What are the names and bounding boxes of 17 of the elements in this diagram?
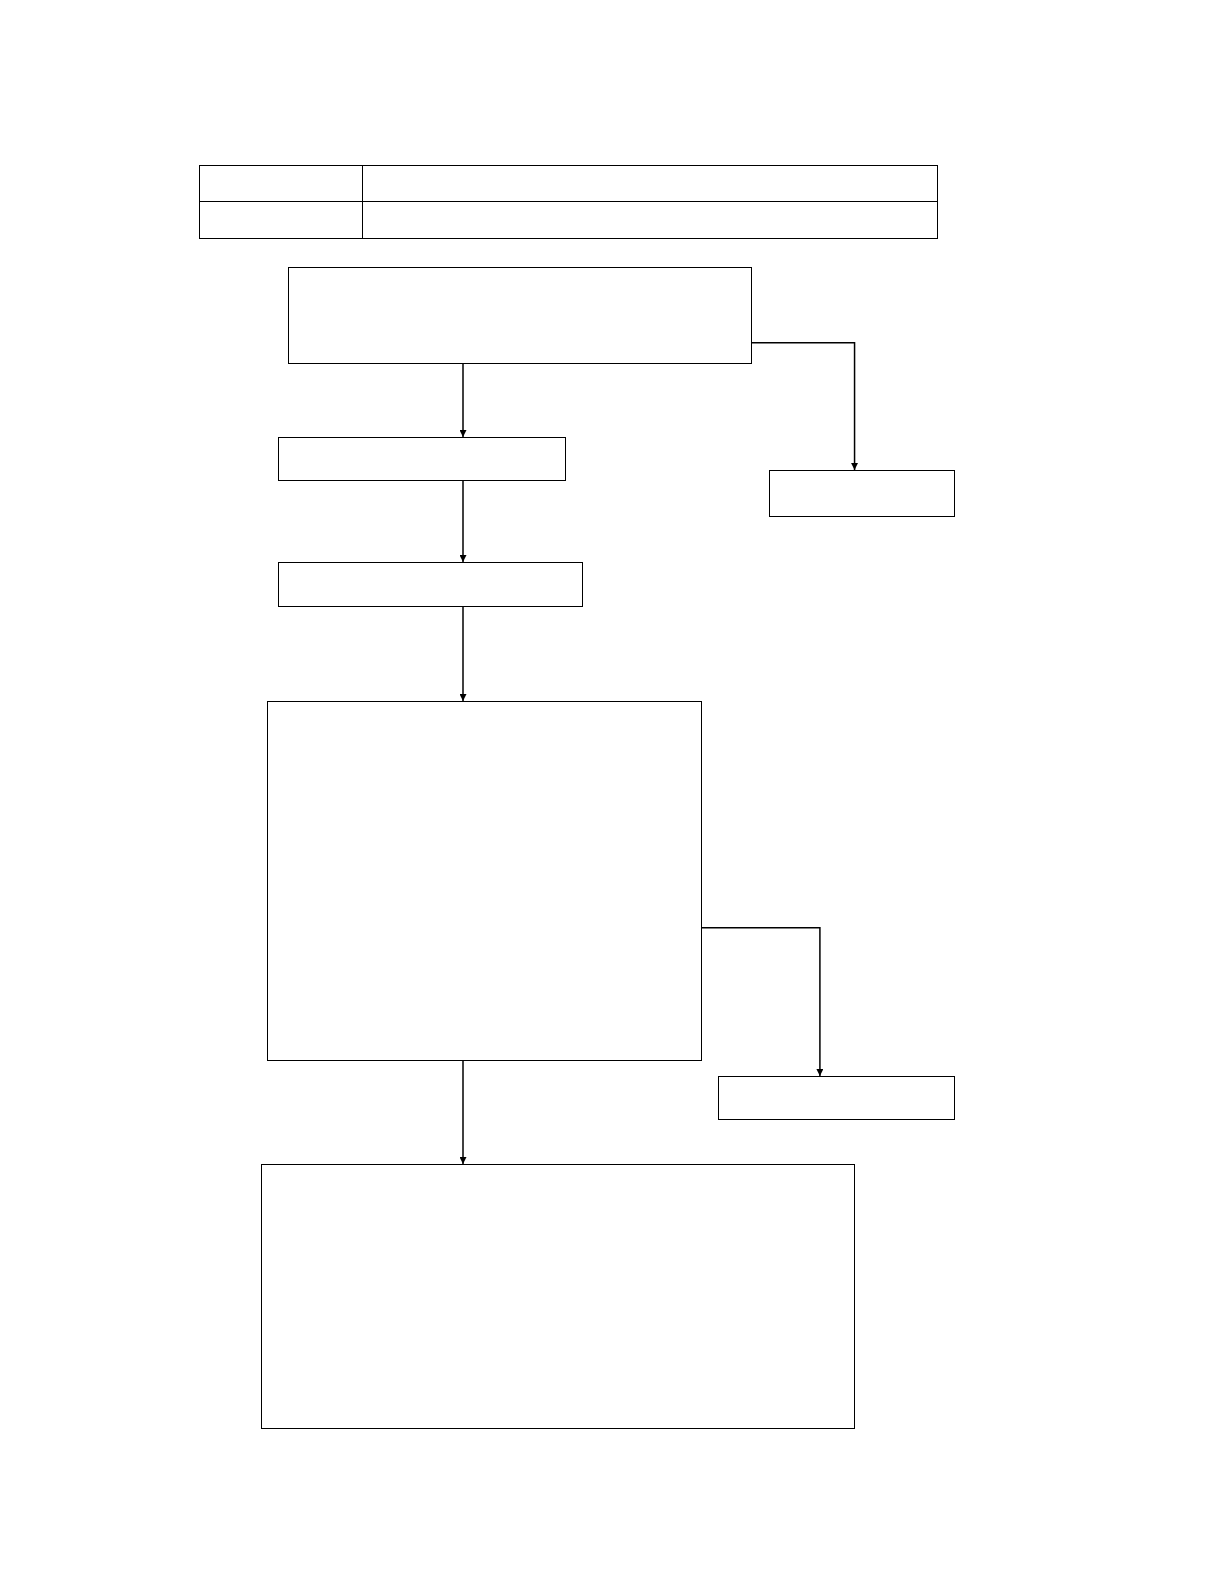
empty-box bbox=[769, 470, 955, 517]
empty-box bbox=[278, 562, 583, 607]
arrow bbox=[701, 927, 824, 1077]
table-cell bbox=[362, 165, 938, 202]
arrow bbox=[459, 480, 467, 563]
empty-box bbox=[267, 701, 702, 1061]
empty-box bbox=[261, 1164, 855, 1429]
table-cell bbox=[362, 201, 938, 239]
arrow bbox=[751, 341, 859, 471]
arrow bbox=[459, 1060, 467, 1165]
table-cell bbox=[199, 201, 363, 239]
empty-box bbox=[288, 267, 752, 364]
empty-box bbox=[718, 1076, 955, 1120]
empty-box bbox=[278, 437, 566, 481]
arrow bbox=[459, 606, 467, 702]
table-cell bbox=[199, 165, 363, 202]
arrow bbox=[459, 363, 467, 438]
